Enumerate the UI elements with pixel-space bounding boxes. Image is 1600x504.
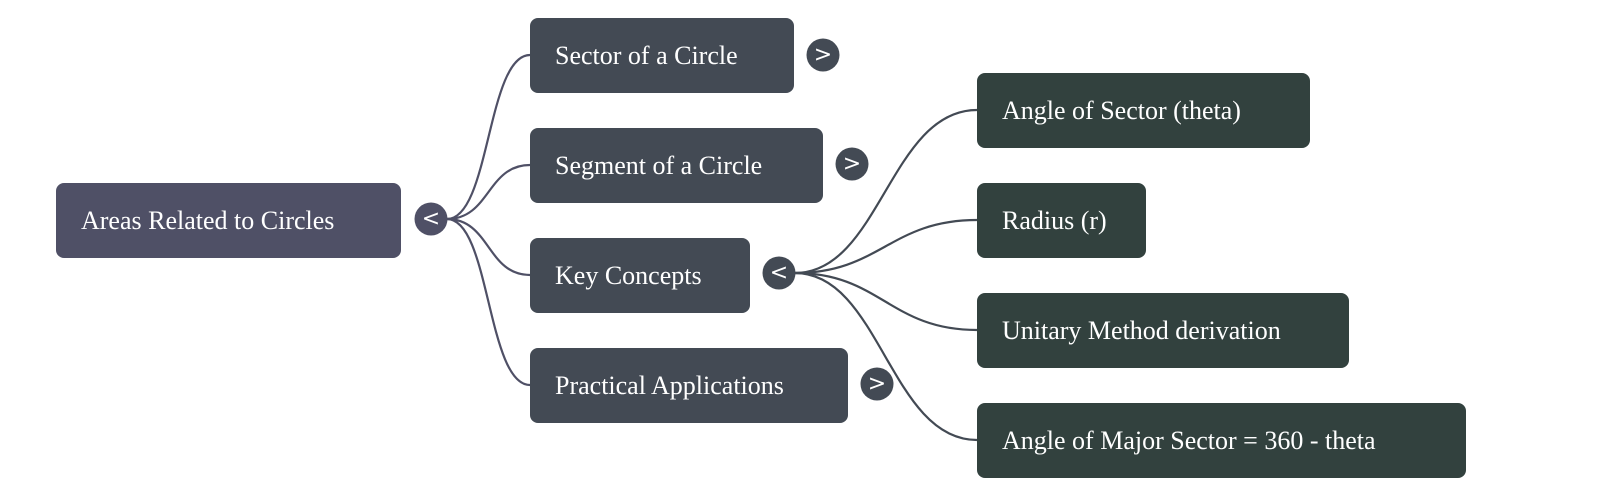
link-key-angle (794, 108, 978, 275)
collapse-icon[interactable]: < (762, 256, 796, 290)
link-root-key-concepts (446, 217, 531, 277)
node-label: Sector of a Circle (555, 40, 738, 70)
node-label: Key Concepts (555, 260, 702, 290)
root-node[interactable]: Areas Related to Circles (56, 183, 401, 258)
link-key-major (794, 271, 978, 442)
expand-icon[interactable]: > (806, 38, 840, 72)
node-radius[interactable]: Radius (r) (977, 183, 1146, 258)
node-label: Angle of Sector (theta) (1002, 95, 1241, 125)
node-label: Radius (r) (1002, 205, 1107, 235)
node-label: Unitary Method derivation (1002, 315, 1281, 345)
collapse-icon[interactable]: < (414, 202, 448, 236)
node-key-concepts[interactable]: Key Concepts (530, 238, 750, 313)
node-unitary-method[interactable]: Unitary Method derivation (977, 293, 1349, 368)
node-label: Segment of a Circle (555, 150, 763, 180)
link-root-practical (446, 217, 531, 387)
expand-icon[interactable]: > (835, 147, 869, 181)
node-angle-of-major-sector[interactable]: Angle of Major Sector = 360 - theta (977, 403, 1466, 478)
node-angle-of-sector[interactable]: Angle of Sector (theta) (977, 73, 1310, 148)
node-label: Practical Applications (555, 370, 784, 400)
root-node-label: Areas Related to Circles (81, 205, 335, 235)
node-practical-applications[interactable]: Practical Applications (530, 348, 848, 423)
expand-icon[interactable]: > (860, 367, 894, 401)
link-root-segment (446, 163, 531, 221)
node-sector-of-a-circle[interactable]: Sector of a Circle (530, 18, 794, 93)
node-label: Angle of Major Sector = 360 - theta (1002, 425, 1376, 455)
link-key-radius (794, 218, 978, 275)
link-key-unitary (794, 271, 978, 332)
node-segment-of-a-circle[interactable]: Segment of a Circle (530, 128, 823, 203)
link-root-sector (446, 53, 531, 221)
